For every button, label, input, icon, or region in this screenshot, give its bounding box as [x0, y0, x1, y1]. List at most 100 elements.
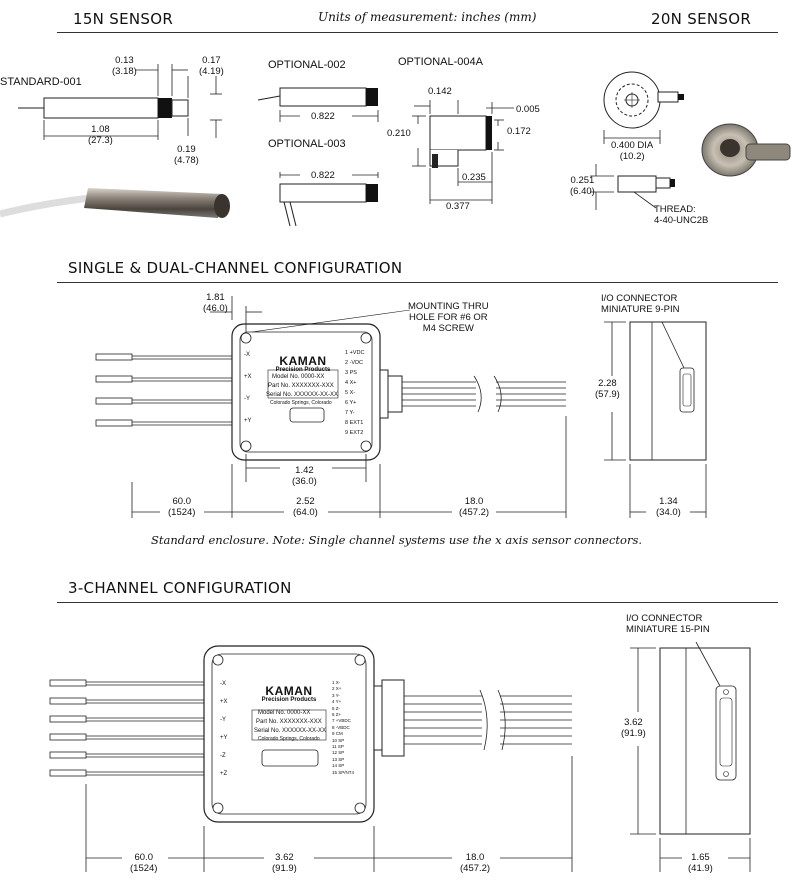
optional-004a-label: OPTIONAL-004A — [398, 56, 483, 68]
section3-serial: Serial No. XXXXXX-XX-XX — [254, 728, 327, 734]
dim-142: 1.42(36.0) — [292, 465, 317, 487]
section3-left-pin-1: +X — [220, 699, 228, 705]
single-dual-drawing — [95, 296, 707, 518]
section3-right-pin-6: 7 +VBDC — [332, 718, 351, 724]
section2-right-pin-1: 2 -VDC — [345, 360, 364, 366]
section3-left-pin-5: +Z — [220, 771, 228, 777]
opt4-377: 0.377 — [446, 201, 470, 212]
three-channel-drawing — [49, 641, 751, 872]
dim-165: 1.65(41.9) — [688, 852, 713, 874]
section3-right-pin-10: 11 SP — [332, 744, 344, 749]
section2-output-cable — [379, 369, 566, 419]
section3-right-pin-14: 15 SP/NT4 — [332, 769, 355, 775]
section2-connector-side-view — [604, 321, 707, 461]
units-note: Units of measurement: inches (mm) — [318, 10, 537, 24]
section2-left-pin-2: -Y — [244, 396, 250, 402]
sensor-20n-side-view — [590, 164, 675, 210]
section3-right-pin-8: 9 CM — [332, 731, 343, 737]
section2-enclosure — [231, 323, 381, 461]
optional-002-drawing — [257, 87, 379, 122]
section3-left-pin-0: -X — [220, 681, 226, 687]
section3-right-pin-4: 5 Z- — [332, 705, 341, 711]
sensor-20n-dia: 0.400 DIA(10.2) — [611, 140, 654, 162]
section2-right-pin-2: 3 PS — [345, 370, 357, 376]
sensor-20n-top-view — [603, 71, 684, 144]
section3-model: Model No. 0000-XX — [258, 710, 311, 716]
section2-right-pin-6: 7 Y- — [345, 410, 355, 416]
dim-180-s2: 18.0(457.2) — [459, 496, 490, 518]
section2-model: Model No. 0000-XX — [272, 374, 325, 380]
section2-part: Part No. XXXXXXX-XXX — [268, 383, 334, 389]
section3-right-pin-11: 12 SP — [332, 750, 345, 756]
section2-left-pin-0: -X — [244, 352, 250, 358]
sensor-15n-photo — [0, 188, 230, 218]
section2-sensor-cables — [95, 353, 234, 427]
dim-017: 0.17(4.19) — [199, 55, 224, 77]
sensor-15n-title: 15N SENSOR — [73, 10, 174, 28]
section2-serial: Serial No. XXXXXX-XX-XX — [266, 392, 339, 398]
opt4-210: 0.210 — [387, 128, 411, 139]
dim-108: 1.08(27.3) — [88, 124, 113, 146]
dim-019: 0.19(4.78) — [174, 144, 199, 166]
section3-right-pin-9: 10 SP — [332, 737, 345, 743]
section2-right-pin-4: 5 X- — [345, 390, 356, 396]
section3-rule — [57, 602, 778, 603]
section3-right-pin-1: 2 X+ — [332, 686, 342, 692]
three-channel-title: 3-CHANNEL CONFIGURATION — [68, 579, 292, 597]
sensor-20n-height: 0.251(6.40) — [570, 175, 595, 197]
section3-city: Colorado Springs, Colorado — [258, 736, 320, 742]
opt3-len: 0.822 — [311, 170, 335, 181]
sensor-20n-photo — [701, 123, 791, 177]
opt4-142: 0.142 — [428, 86, 452, 97]
section2-right-pin-5: 6 Y+ — [345, 400, 357, 406]
section3-brand: KAMAN — [265, 684, 313, 698]
header-rule — [57, 32, 778, 33]
opt4-005: 0.005 — [516, 104, 540, 115]
section2-right-pin-0: 1 +VDC — [345, 350, 365, 356]
dim-362-s3: 3.62(91.9) — [272, 852, 297, 874]
dim-362-vertical: 3.62(91.9) — [621, 717, 646, 739]
section3-right-pin-13: 14 SP — [332, 763, 345, 769]
dim-134: 1.34(34.0) — [656, 496, 681, 518]
dim-013: 0.13(3.18) — [112, 55, 137, 77]
section3-right-pin-0: 1 X- — [332, 680, 341, 685]
dim-252: 2.52(64.0) — [293, 496, 318, 518]
section3-right-pin-3: 4 Y+ — [332, 699, 342, 705]
enclosure-caption: Standard enclosure. Note: Single channel… — [151, 533, 643, 547]
section3-brand-sub: Precision Products — [261, 697, 317, 703]
optional-003-drawing — [279, 172, 379, 227]
dim-181: 1.81(46.0) — [203, 292, 228, 314]
section2-dimension-lines — [131, 296, 707, 518]
sensor-20n-thread: THREAD:4-40-UNC2B — [654, 204, 709, 226]
section2-brand-sub: Precision Products — [275, 367, 331, 373]
section2-left-pin-1: +X — [244, 374, 252, 380]
section3-left-pin-2: -Y — [220, 717, 226, 723]
standard-001-label: STANDARD-001 — [0, 76, 82, 88]
section3-dimension-lines — [85, 756, 751, 872]
sensor-20n-drawings — [590, 71, 791, 210]
opt4-172: 0.172 — [507, 126, 531, 137]
section2-right-pin-7: 8 EXT1 — [345, 420, 364, 426]
section3-part: Part No. XXXXXXX-XXX — [256, 719, 322, 725]
section2-left-pin-3: +Y — [244, 418, 252, 424]
section3-left-pin-3: +Y — [220, 735, 228, 741]
section3-right-pin-12: 13 SP — [332, 756, 345, 762]
single-dual-title: SINGLE & DUAL-CHANNEL CONFIGURATION — [68, 259, 403, 277]
section3-left-pin-4: -Z — [220, 753, 226, 759]
section2-brand: KAMAN — [279, 354, 327, 368]
section2-right-pin-3: 4 X+ — [345, 380, 357, 386]
optional-004a-drawing — [412, 100, 514, 204]
dim-228: 2.28(57.9) — [595, 378, 620, 400]
section3-right-pin-5: 6 Z+ — [332, 712, 342, 717]
sensor-15n-drawings — [0, 64, 514, 227]
dim-180-s3: 18.0(457.2) — [460, 852, 491, 874]
section3-connector-side-view — [630, 641, 751, 835]
section3-right-pin-7: 8 -VBDC — [332, 724, 350, 730]
opt2-len: 0.822 — [311, 111, 335, 122]
section2-rule — [57, 282, 778, 283]
section3-sensor-cables — [49, 679, 206, 777]
optional-002-label: OPTIONAL-002 — [268, 59, 346, 71]
dim-600-s3: 60.0(1524) — [130, 852, 158, 874]
